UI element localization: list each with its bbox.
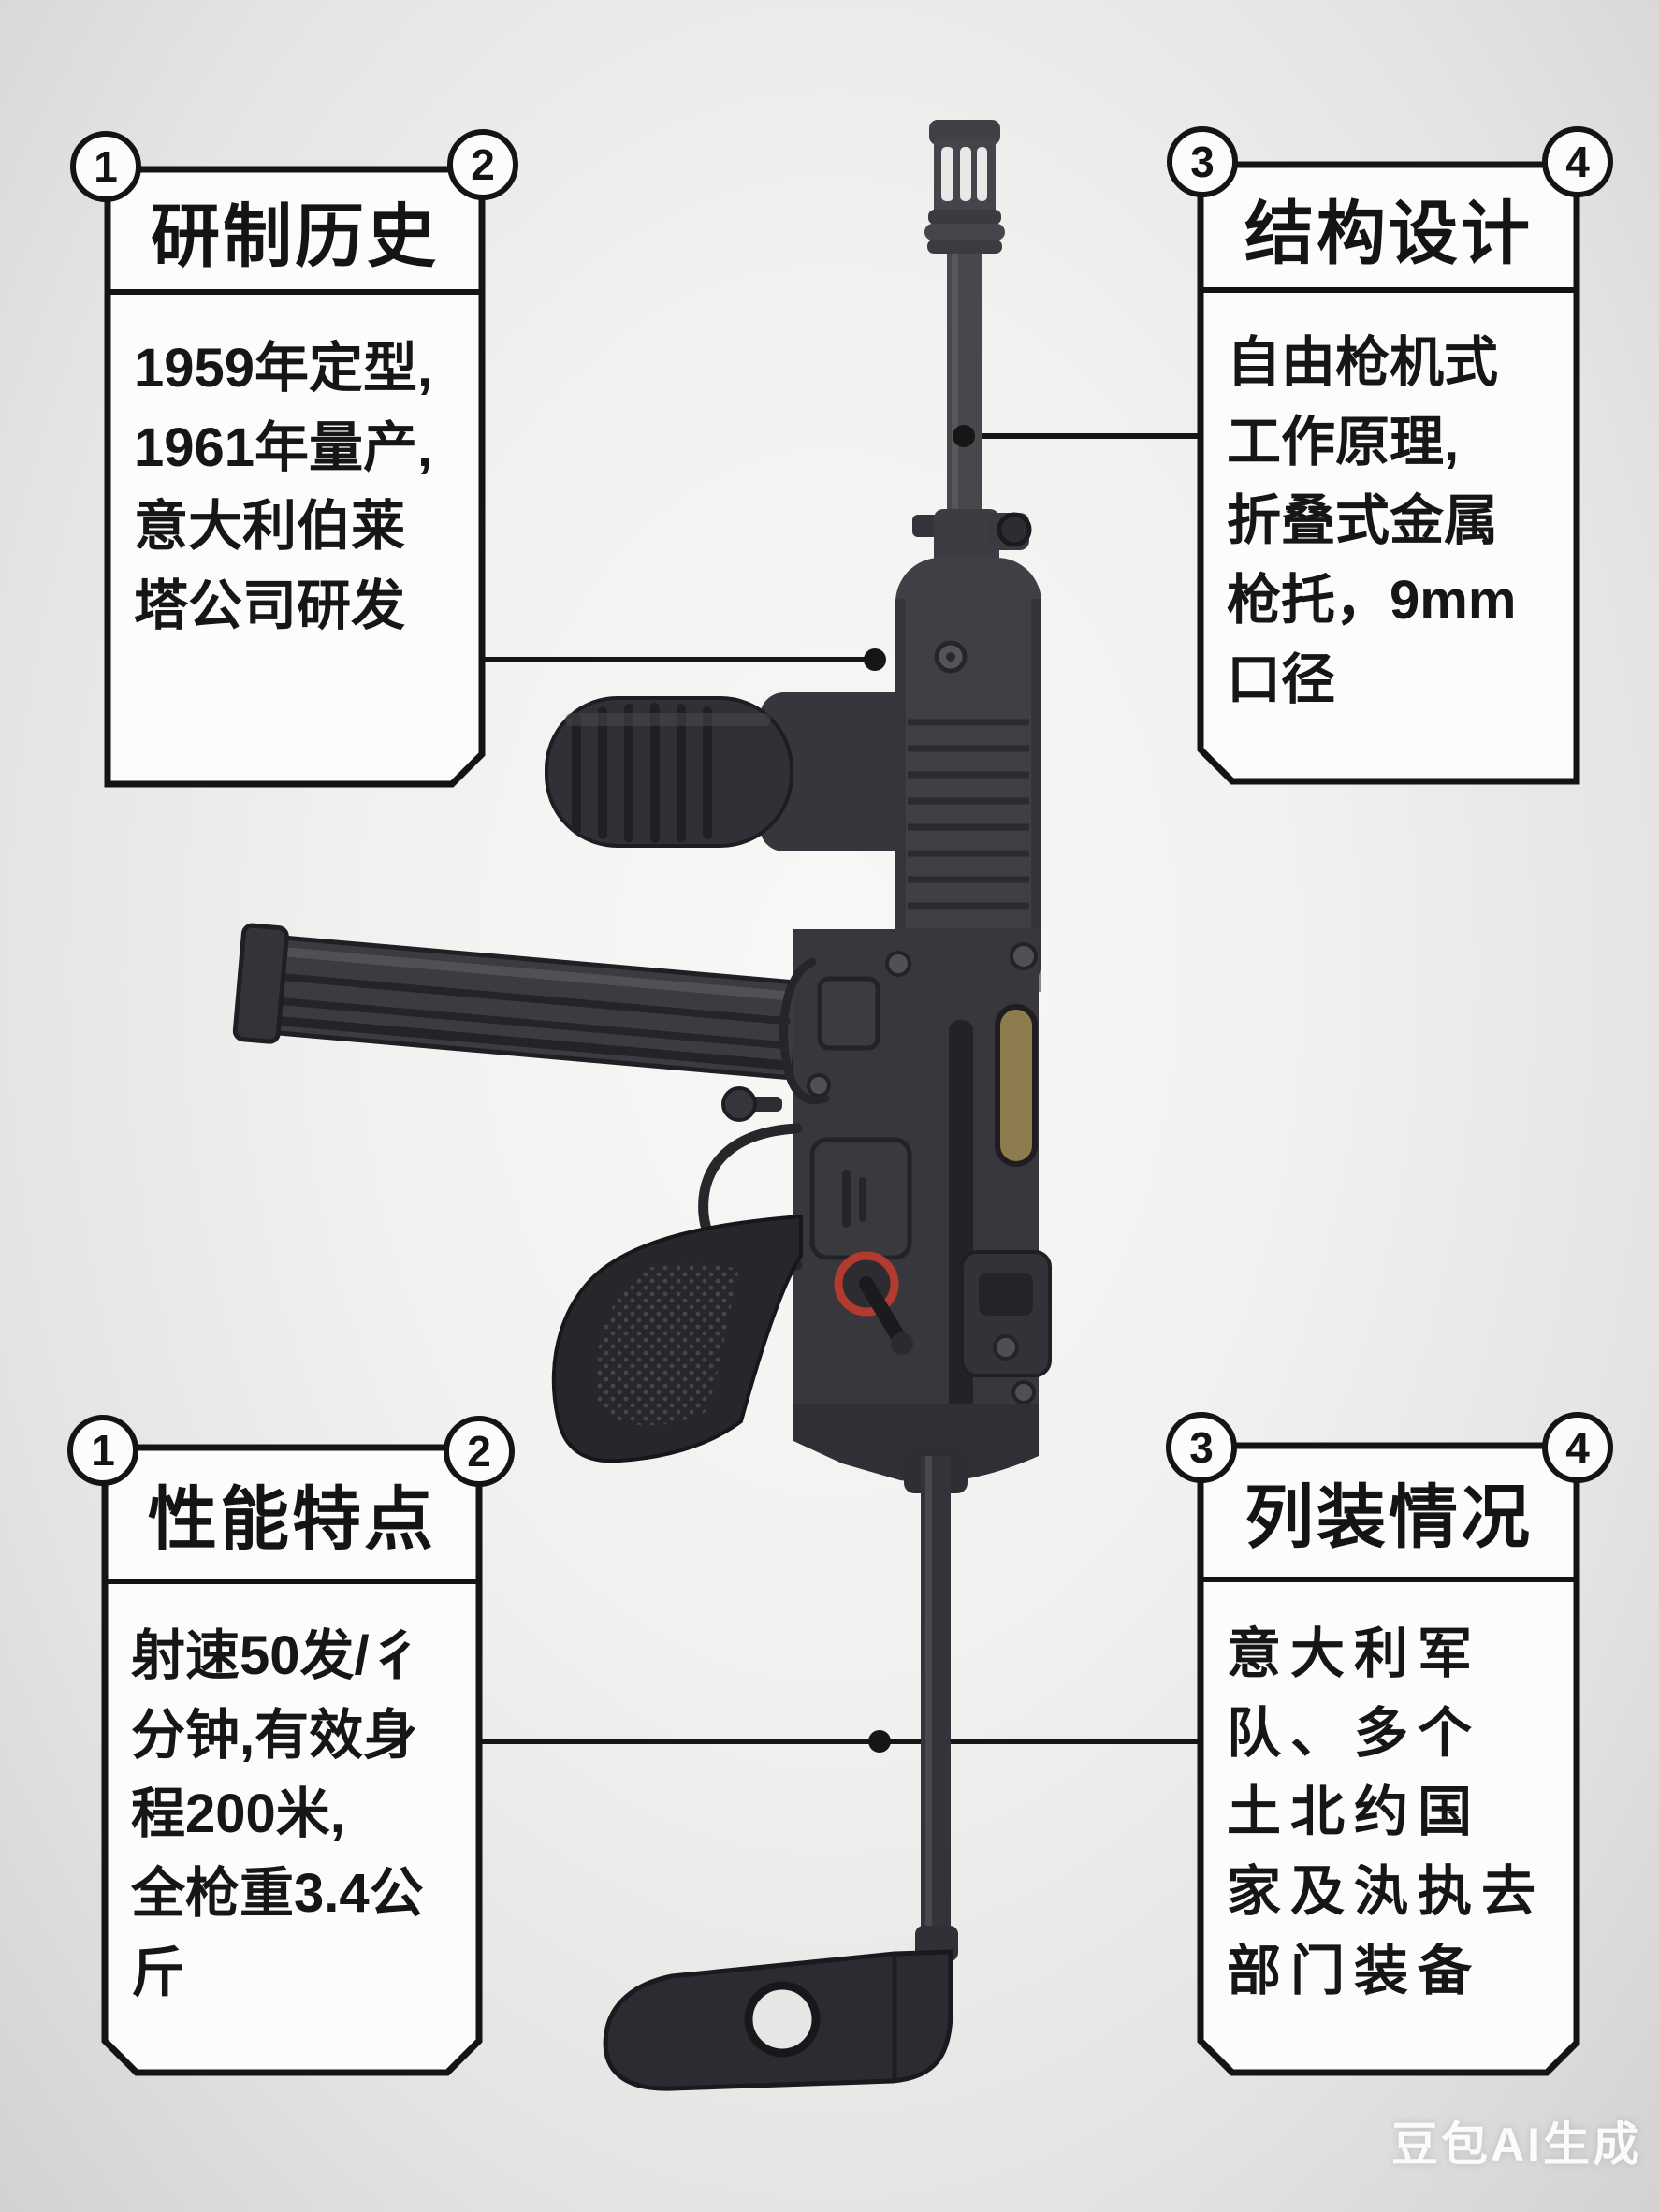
stock-rod	[904, 1448, 968, 1961]
pistol-grip	[551, 1214, 803, 1463]
title-development-history: 研制历史	[151, 197, 439, 275]
badge-2-top-left: 2	[447, 129, 518, 200]
callout-dot-development	[864, 648, 886, 671]
butt-plate-hole	[744, 1981, 821, 2058]
fore-grip	[545, 692, 919, 851]
body-service-status: 意大利军 队、多个 土北约国 家及汍执去 部门装备	[1227, 1623, 1546, 2001]
magazine-release-loop	[779, 957, 830, 1105]
body-development-history: 1959年定型, 1961年量产, 意大利伯莱 塔公司研发	[134, 338, 433, 637]
badge-3-top-right: 3	[1167, 126, 1238, 197]
title-service-status: 列装情况	[1244, 1478, 1533, 1556]
body-structure-design: 自由枪机式 工作原理, 折叠式金属 枪托，9mm 口径	[1227, 332, 1517, 710]
flash-hider	[924, 120, 1005, 254]
fire-selector	[834, 1251, 913, 1355]
badge-2-bottom-left: 2	[444, 1416, 515, 1487]
stock-hinge-block	[960, 1250, 1052, 1377]
receiver-taper	[793, 1404, 1039, 1483]
title-performance: 性能特点	[148, 1480, 436, 1558]
receiver-shroud	[895, 558, 1041, 1005]
receiver-slot	[995, 1004, 1038, 1167]
bolt-handle	[721, 1086, 782, 1122]
box-development-history	[104, 166, 486, 788]
badge-1-top-left: 1	[70, 131, 141, 202]
callout-dot-structure	[953, 425, 975, 447]
badge-4-bottom-right: 4	[1542, 1412, 1613, 1483]
callout-dot-performance-service	[868, 1730, 891, 1753]
title-structure-design: 结构设计	[1244, 194, 1533, 272]
body-performance: 射速50发/彳 分钟,有效身 程200米, 全枪重3.4公 斤	[131, 1625, 424, 2003]
front-sight-block	[912, 509, 1032, 567]
badge-1-bottom-left: 1	[67, 1415, 138, 1486]
magazine-floorplate	[232, 923, 289, 1044]
ai-watermark: 豆包AI生成	[1391, 2118, 1642, 2171]
butt-plate	[603, 1949, 953, 2091]
badge-3-bottom-right: 3	[1166, 1412, 1237, 1483]
badge-4-top-right: 4	[1542, 126, 1613, 197]
box-structure-design	[1197, 161, 1580, 785]
barrel	[947, 245, 982, 526]
gun-illustration	[232, 120, 1052, 2091]
magazine	[232, 923, 803, 1080]
